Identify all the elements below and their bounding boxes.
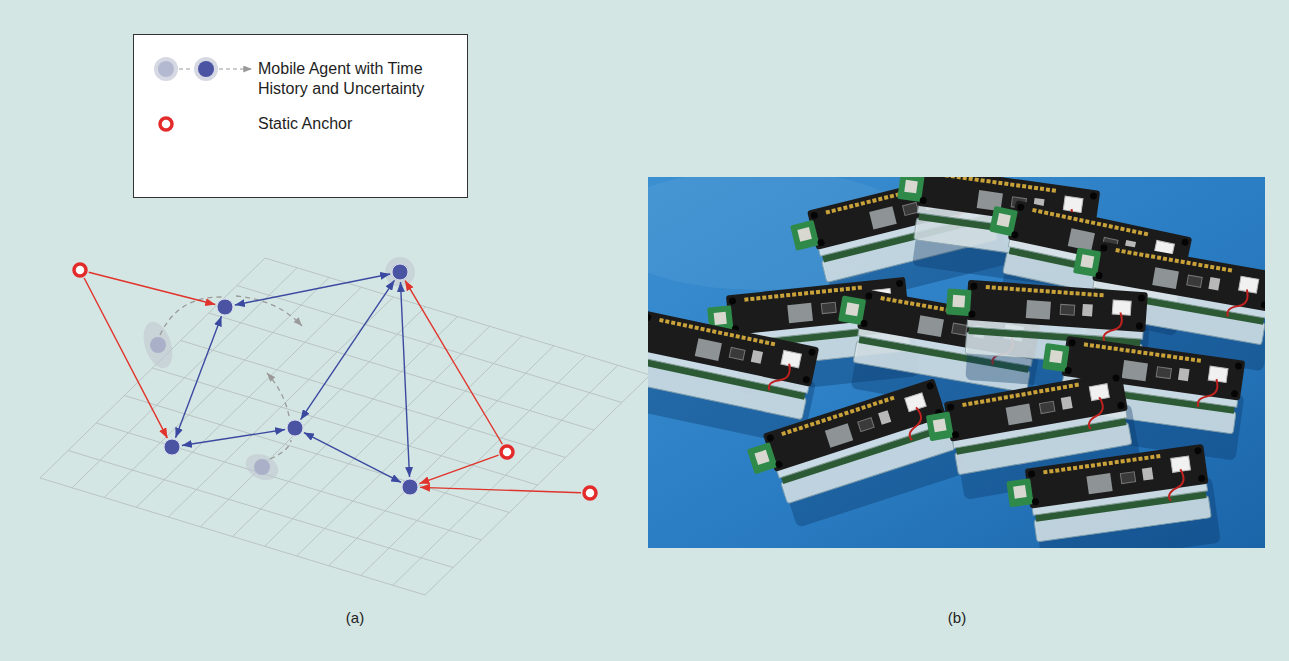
mobile-agent bbox=[217, 299, 233, 315]
range-arrow bbox=[419, 455, 498, 484]
sensor-board bbox=[744, 377, 969, 535]
legend-text: Mobile Agent with Time History and Uncer… bbox=[258, 59, 458, 99]
motion-track bbox=[138, 257, 415, 485]
grid-line bbox=[425, 375, 650, 595]
range-arrow bbox=[89, 272, 216, 304]
grid-line bbox=[168, 297, 393, 517]
mobile-agent bbox=[287, 420, 303, 436]
range-arrow bbox=[235, 274, 390, 305]
static-anchor bbox=[501, 446, 513, 458]
grid-line bbox=[40, 258, 265, 478]
grid-line bbox=[361, 356, 586, 576]
range-link bbox=[84, 272, 581, 492]
range-arrow bbox=[84, 278, 167, 438]
mobile-agent bbox=[164, 439, 180, 455]
agent-anchor bbox=[74, 264, 596, 499]
range-arrow bbox=[176, 316, 222, 437]
grid-line bbox=[200, 307, 425, 527]
legend-symbol bbox=[152, 104, 262, 144]
grid-line bbox=[393, 365, 618, 585]
range-arrow bbox=[400, 282, 409, 477]
legend: Mobile Agent with Time History and Uncer… bbox=[133, 34, 468, 198]
range-arrow bbox=[420, 487, 581, 492]
grid-line bbox=[297, 336, 522, 556]
range-arrow bbox=[182, 430, 285, 446]
grid-line bbox=[329, 346, 554, 566]
grid-line bbox=[265, 326, 490, 546]
sensor-board bbox=[1005, 443, 1221, 548]
static-anchor bbox=[74, 264, 86, 276]
mobile-agent bbox=[392, 264, 408, 280]
range-arrow bbox=[304, 433, 401, 483]
grid-line bbox=[104, 278, 329, 498]
range-arrow bbox=[301, 280, 395, 419]
grid-line bbox=[72, 268, 297, 488]
grid-line bbox=[136, 287, 361, 507]
mobile-agent bbox=[402, 479, 418, 495]
static-anchor bbox=[584, 487, 596, 499]
panel-label: (b) bbox=[948, 609, 966, 626]
legend-text: Static Anchor bbox=[258, 114, 458, 134]
range-arrow bbox=[405, 281, 502, 445]
panel-label: (a) bbox=[346, 609, 364, 626]
grid-plane bbox=[40, 258, 650, 595]
hardware-photo bbox=[648, 177, 1265, 548]
grid-line bbox=[233, 317, 458, 537]
legend-symbol bbox=[152, 49, 262, 89]
